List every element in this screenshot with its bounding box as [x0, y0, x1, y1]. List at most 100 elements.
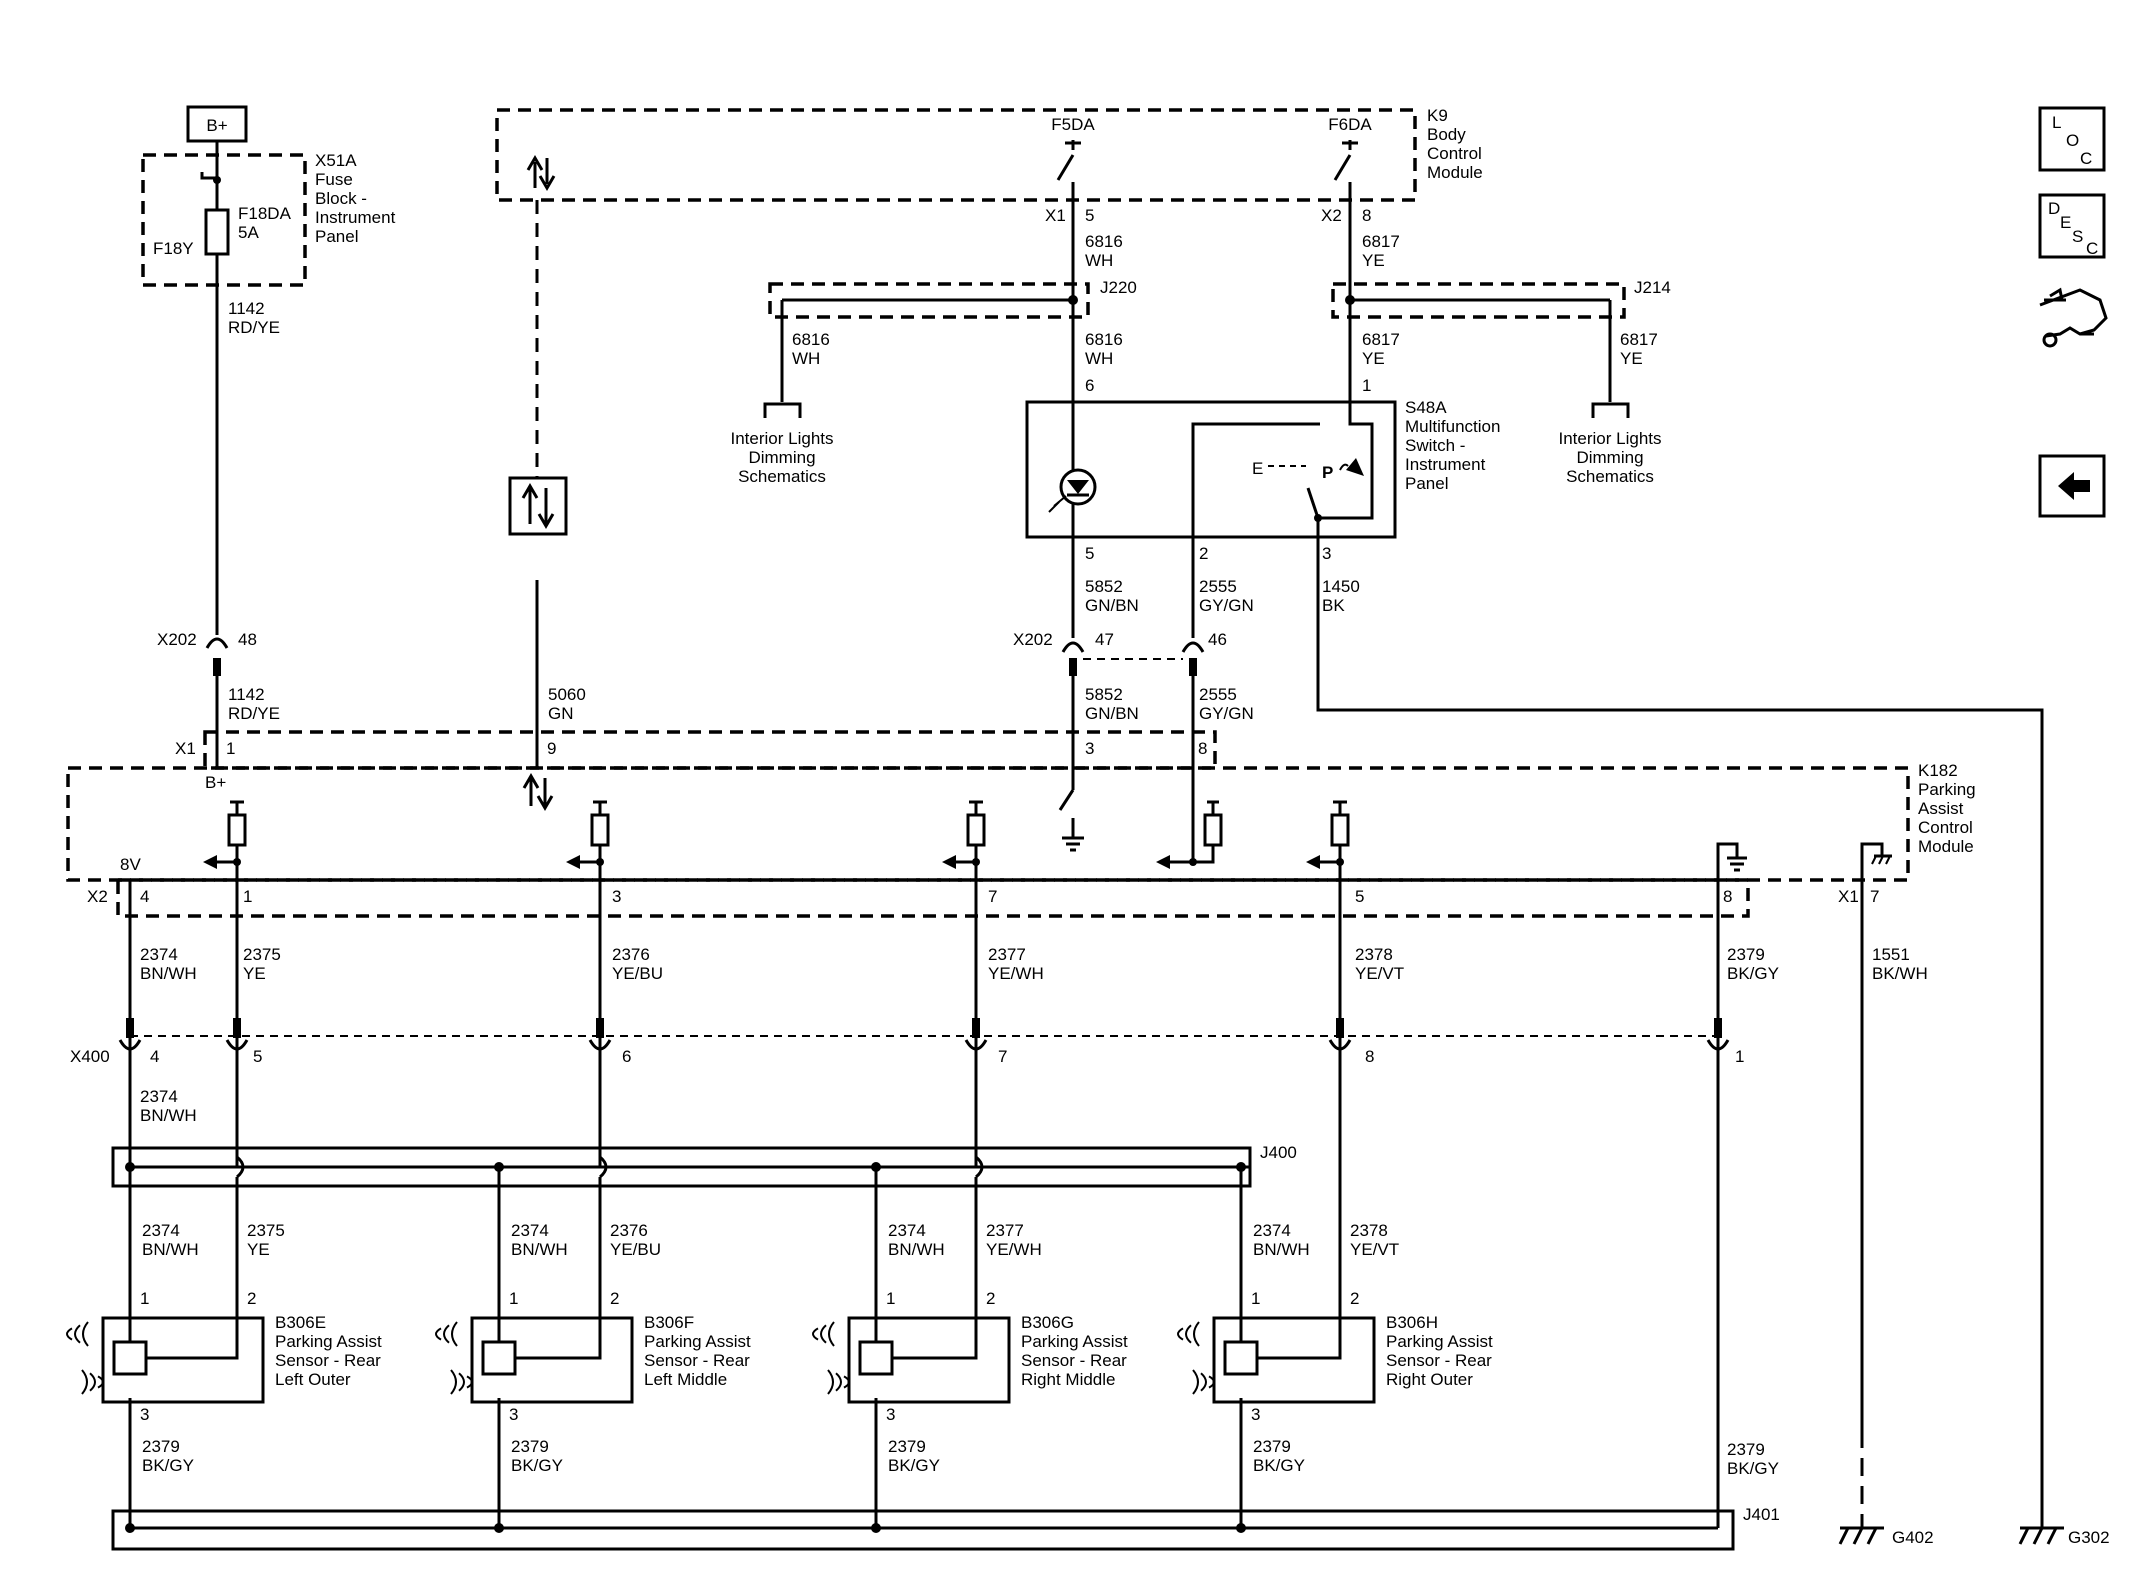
k182-x1-pin-8: 8	[1198, 739, 1207, 758]
k182-x1-pin8-input	[1156, 768, 1223, 869]
k182-x1-pin3-switch	[1058, 768, 1084, 852]
sensor-id: B306G	[1021, 1313, 1074, 1332]
sensor-id: B306E	[275, 1313, 326, 1332]
wire-6817-number: 6817	[1362, 232, 1400, 251]
svg-text:Fuse: Fuse	[315, 170, 353, 189]
k182-x2-connector	[116, 878, 1750, 918]
svg-text:S: S	[2072, 227, 2083, 246]
interior-lights-right-label: Interior Lights Dimming Schematics	[1559, 429, 1662, 486]
wire-2375-color: YE	[243, 964, 266, 983]
sensor-wire2-color: YE/BU	[610, 1240, 661, 1259]
k182-x2-pin-1: 1	[243, 887, 252, 906]
sensor-wire2-color: YE/WH	[986, 1240, 1042, 1259]
k182-x1b-label: X1	[1838, 887, 1859, 906]
sensor-signal-wire	[146, 1318, 239, 1360]
ultrasonic-wave-icon	[82, 1321, 89, 1347]
wire-2379-ground-color: BK/GY	[1727, 1459, 1779, 1478]
sensor-description: Parking Assist	[1386, 1332, 1493, 1351]
back-arrow-icon[interactable]	[2038, 454, 2106, 518]
wire-5060-color: GN	[548, 704, 574, 723]
sensor-wire1-number: 2374	[142, 1221, 180, 1240]
sensor-pin-2: 2	[610, 1289, 619, 1308]
fuse-f18da	[204, 208, 230, 256]
k182-x1-label: X1	[175, 739, 196, 758]
svg-text:Schematics: Schematics	[738, 467, 826, 486]
switch-pin-2: 2	[1199, 544, 1208, 563]
k182-x2-label: X2	[87, 887, 108, 906]
ultrasonic-wave-icon	[451, 1321, 458, 1347]
location-button[interactable]: L O C	[2038, 106, 2106, 172]
wire-2374-number: 2374	[140, 945, 178, 964]
sensor-transducer	[481, 1340, 517, 1376]
k182-x1-pin-1: 1	[226, 739, 235, 758]
bcm-pin-8: 8	[1362, 206, 1371, 225]
svg-text:Panel: Panel	[315, 227, 358, 246]
bus-hop-1	[598, 1155, 608, 1179]
wire-2374-color: BN/WH	[140, 964, 197, 983]
x202-pin-48: 48	[238, 630, 257, 649]
wire-2379-color: BK/GY	[1727, 964, 1779, 983]
wire-5852-number: 5852	[1085, 577, 1123, 596]
x400-pin-7: 7	[998, 1047, 1007, 1066]
x400-label: X400	[70, 1047, 110, 1066]
sensor-description: Sensor - Rear	[275, 1351, 381, 1370]
wire-1142b-color: RD/YE	[228, 704, 280, 723]
k182-x1-connector	[203, 730, 1217, 770]
sensor-signal-wire	[892, 1318, 978, 1360]
bcm-output-f5da: F5DA	[1051, 115, 1095, 134]
description-button[interactable]: D E S C	[2038, 193, 2106, 259]
bcm-label: K9 Body Control Module	[1427, 106, 1483, 182]
bidirectional-arrow-icon	[526, 155, 556, 191]
ground-g402-icon	[1838, 1430, 1884, 1545]
sensor-body	[847, 1316, 1011, 1404]
wire-2378-color: YE/VT	[1355, 964, 1404, 983]
switch-pin-5: 5	[1085, 544, 1094, 563]
battery-terminal: B+	[186, 105, 248, 143]
sensor-wire2-number: 2376	[610, 1221, 648, 1240]
sensor-description: Parking Assist	[644, 1332, 751, 1351]
wire-2377-number: 2377	[988, 945, 1026, 964]
k182-x2-pin-8: 8	[1723, 887, 1732, 906]
ultrasonic-wave-icon	[435, 1327, 442, 1341]
svg-text:E: E	[2060, 213, 2071, 232]
k182-label: K182 Parking Assist Control Module	[1918, 761, 1976, 856]
svg-text:Schematics: Schematics	[1566, 467, 1654, 486]
bcm-conn-x1: X1	[1045, 206, 1066, 225]
wire-2376-number: 2376	[612, 945, 650, 964]
interior-lights-left-label: Interior Lights Dimming Schematics	[731, 429, 834, 486]
pullup-node-1	[596, 858, 604, 866]
svg-text:Instrument: Instrument	[315, 208, 396, 227]
ultrasonic-wave-icon	[443, 1324, 450, 1344]
sensor-pin-1: 1	[140, 1289, 149, 1308]
svg-text:O: O	[2066, 131, 2079, 150]
park-assist-switch-icon: E P	[1191, 402, 1374, 548]
pullup-arrow-icon-3	[1306, 855, 1320, 869]
pullup-resistor-1	[590, 813, 610, 847]
wire-6817b-number: 6817	[1362, 330, 1400, 349]
svg-text:Control: Control	[1427, 144, 1482, 163]
wire-6817b-color: YE	[1362, 349, 1385, 368]
sensor-wire3-number: 2379	[511, 1437, 549, 1456]
bcm-output-f6da: F6DA	[1328, 115, 1372, 134]
j214-label: J214	[1634, 278, 1671, 297]
wire-6816-number: 6816	[1085, 232, 1123, 251]
sensor-wire1-number: 2374	[888, 1221, 926, 1240]
sensor-pin-3: 3	[509, 1405, 518, 1424]
svg-text:S48A: S48A	[1405, 398, 1447, 417]
switch-label: S48A Multifunction Switch - Instrument P…	[1405, 398, 1500, 493]
sensor-description: Left Middle	[644, 1370, 727, 1389]
sensor-pin-1: 1	[509, 1289, 518, 1308]
sensor-body	[101, 1316, 265, 1404]
ultrasonic-wave-icon	[1193, 1321, 1200, 1347]
sensor-pin-2: 2	[986, 1289, 995, 1308]
sensor-wire3-color: BK/GY	[888, 1456, 940, 1475]
connector-repair-icon[interactable]	[2039, 287, 2108, 348]
sensor-wire2-color: YE	[247, 1240, 270, 1259]
sensor-wire3-color: BK/GY	[1253, 1456, 1305, 1475]
ultrasonic-wave-icon	[827, 1369, 834, 1395]
bcm-switch-f5da	[1056, 140, 1081, 200]
svg-text:P: P	[1322, 463, 1333, 482]
